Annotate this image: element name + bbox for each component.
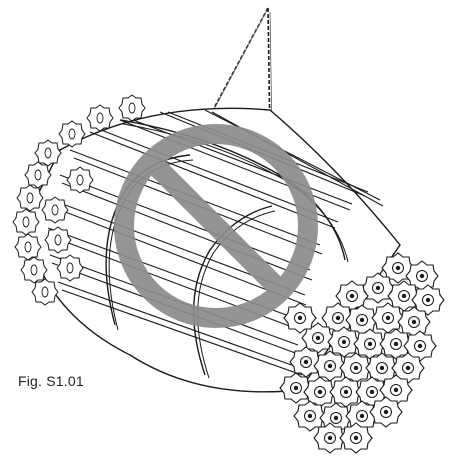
- figure-caption: Fig. S1.01: [18, 373, 84, 389]
- prohibition-sign-icon: [114, 124, 318, 328]
